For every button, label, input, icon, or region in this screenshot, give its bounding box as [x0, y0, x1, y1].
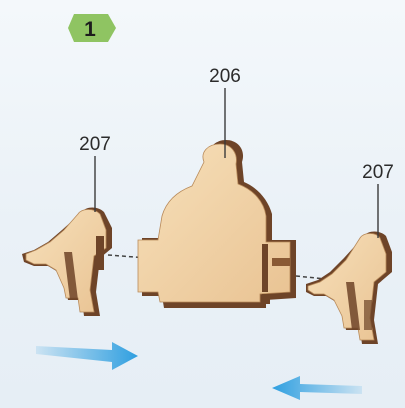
part-206-slot-right	[262, 244, 268, 292]
arrow-left-shape	[272, 376, 362, 400]
part-207-right-slot	[364, 300, 372, 330]
part-206-tab	[272, 258, 290, 266]
part-207-left	[22, 208, 112, 317]
arrow-left	[272, 376, 362, 400]
arrow-right	[36, 342, 138, 370]
step-number: 1	[84, 18, 96, 41]
step-badge: 1	[68, 14, 116, 42]
part-206	[138, 140, 296, 308]
part-206-notch	[262, 294, 270, 304]
part-label-207-left: 207	[79, 134, 111, 155]
part-207-right	[306, 232, 392, 345]
arrow-right-shape	[36, 342, 138, 370]
part-label-207-right: 207	[362, 162, 394, 183]
part-207-left-slot	[96, 236, 104, 270]
part-label-206: 206	[209, 66, 241, 87]
